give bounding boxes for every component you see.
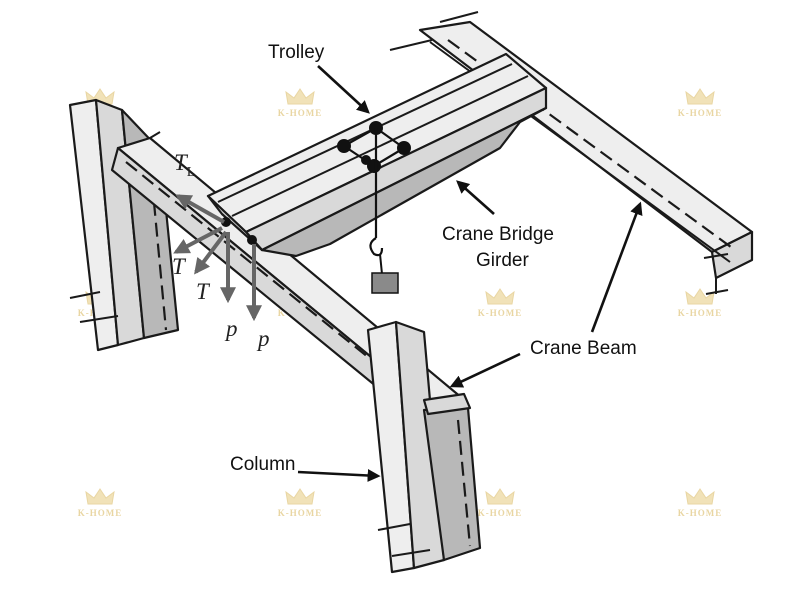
leader-column: [297, 468, 381, 482]
text-labels: Trolley Crane Bridge Girder Crane Beam C…: [230, 42, 637, 475]
trolley-wheel: [397, 141, 411, 155]
leader-bridge-girder: [456, 180, 495, 215]
leader-trolley: [317, 65, 370, 114]
trolley-wheel: [337, 139, 351, 153]
crown-icon: [685, 288, 715, 305]
column-right: [366, 320, 482, 574]
force-arrows: [173, 194, 262, 322]
crown-icon: [685, 88, 715, 105]
watermark-text: K-HOME: [278, 108, 323, 118]
label-crane-beam: Crane Beam: [530, 338, 637, 359]
label-bridge-line2: Girder: [476, 250, 529, 271]
watermark: K-HOME: [78, 488, 123, 518]
trolley-wheel: [367, 159, 381, 173]
bridge-wheel-rear: [247, 235, 257, 245]
force-label-tl: TL: [174, 150, 195, 180]
force-label-t1: T: [172, 254, 187, 279]
load-block: [371, 272, 399, 294]
watermark-text: K-HOME: [678, 508, 723, 518]
leader-lines: [297, 65, 643, 482]
crown-icon: [285, 88, 315, 105]
force-label-p2: p: [256, 326, 270, 351]
force-arrow-t1: [173, 226, 223, 254]
crown-icon: [485, 288, 515, 305]
watermark-text: K-HOME: [278, 508, 323, 518]
crane-bridge-girder: [206, 52, 548, 258]
leader-crane-beam-2: [449, 352, 521, 388]
label-trolley: Trolley: [268, 42, 325, 63]
label-bridge-line1: Crane Bridge: [442, 224, 554, 245]
crown-icon: [85, 488, 115, 505]
watermark-text: K-HOME: [478, 308, 523, 318]
watermark-text: K-HOME: [678, 108, 723, 118]
crown-icon: [485, 488, 515, 505]
force-label-p1: p: [224, 316, 238, 341]
force-arrow-t2: [194, 230, 228, 275]
watermark: K-HOME: [278, 488, 323, 518]
crown-icon: [285, 488, 315, 505]
watermark: K-HOME: [278, 88, 323, 118]
watermark-text: K-HOME: [478, 508, 523, 518]
watermark: K-HOME: [678, 488, 723, 518]
force-symbols: TL T T p p: [172, 150, 270, 351]
watermark-text: K-HOME: [78, 508, 123, 518]
trolley: [337, 121, 411, 294]
watermark: K-HOME: [478, 288, 523, 318]
watermark-text: K-HOME: [678, 308, 723, 318]
crown-icon: [685, 488, 715, 505]
leader-crane-beam: [590, 201, 643, 333]
force-arrow-tl: [175, 194, 225, 224]
label-column: Column: [230, 454, 295, 475]
hook-icon: [369, 237, 384, 257]
watermark: K-HOME: [478, 488, 523, 518]
force-label-t2: T: [196, 279, 211, 304]
watermark: K-HOME: [678, 88, 723, 118]
watermark: K-HOME: [678, 288, 723, 318]
